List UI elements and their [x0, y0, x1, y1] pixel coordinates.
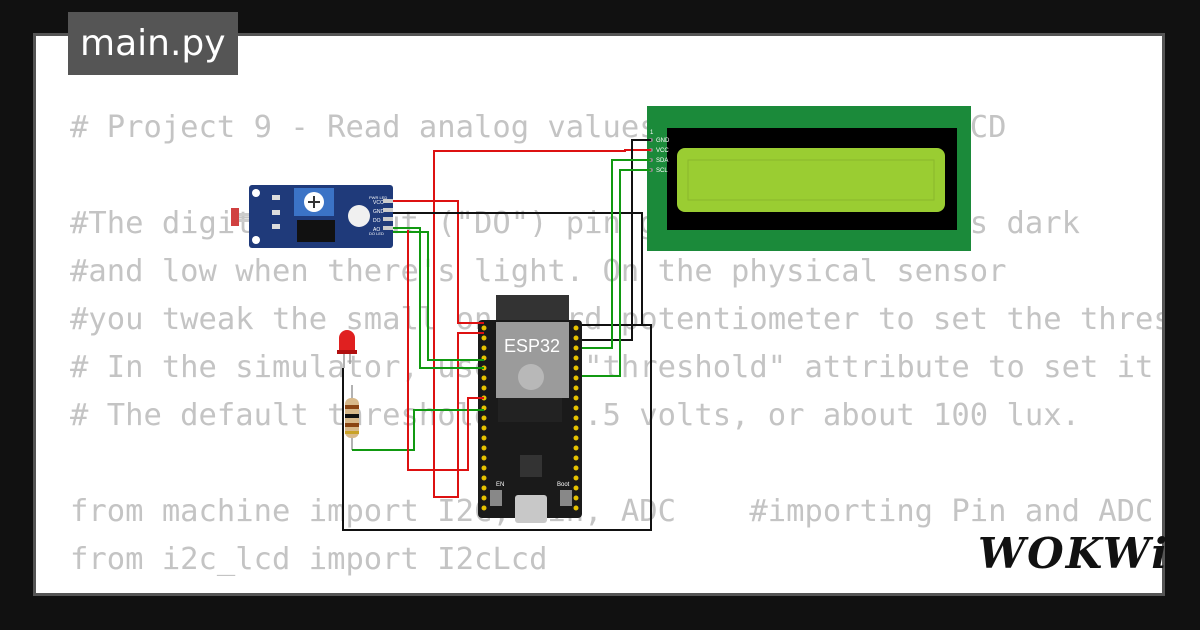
gnd-wire: [582, 139, 651, 341]
en-label: EN: [496, 482, 504, 488]
boot-button[interactable]: [560, 490, 572, 506]
file-tab[interactable]: main.py: [68, 12, 238, 75]
wokwi-logo: WOKWi: [978, 529, 1170, 578]
do-led-label: DO LED: [369, 231, 384, 236]
led-wire: [352, 409, 484, 451]
red-led[interactable]: [337, 330, 357, 368]
sda-wire: [582, 159, 651, 349]
vcc-wire: [393, 200, 484, 324]
scl-wire: [582, 169, 651, 377]
vcc-wire: [407, 230, 484, 471]
ldr-sensor-module[interactable]: PWR LED DO LED VCC GND DO AO: [231, 185, 393, 248]
code-line: from i2c_lcd import I2cLcd: [70, 542, 548, 577]
signal-wire: [393, 231, 484, 361]
lcd-pin-label: GND: [656, 138, 670, 144]
boot-label: Boot: [557, 482, 570, 488]
ldr-pin-label: GND: [373, 209, 385, 215]
esp32-board[interactable]: ESP32 EN Boot: [478, 295, 582, 523]
lcd-display[interactable]: 1 GND VCC SDA SCL: [647, 106, 971, 251]
ldr-pin-label: DO: [373, 218, 381, 224]
en-button[interactable]: [490, 490, 502, 506]
esp32-header-pins: [481, 325, 579, 511]
lcd-pin-label: SCL: [656, 168, 668, 174]
code-line: from time import sleep #importing sleep …: [70, 584, 1162, 593]
pwr-led-label: PWR LED: [369, 195, 387, 200]
resistor[interactable]: [345, 385, 359, 450]
espressif-logo-icon: [518, 364, 544, 390]
led-indicator: [348, 205, 370, 227]
svg-text:1: 1: [650, 130, 654, 136]
usb-port: [515, 495, 547, 523]
lcd-pin-label: SDA: [656, 158, 668, 164]
signal-wire: [393, 227, 484, 369]
wires: [342, 139, 652, 531]
esp32-label: ESP32: [504, 336, 560, 356]
photoresistor: [231, 208, 239, 226]
lcd-pin-label: VCC: [656, 148, 669, 154]
ldr-pin-label: AO: [373, 227, 380, 233]
ldr-pin-label: VCC: [373, 200, 384, 206]
lcd-screen: [677, 148, 945, 212]
